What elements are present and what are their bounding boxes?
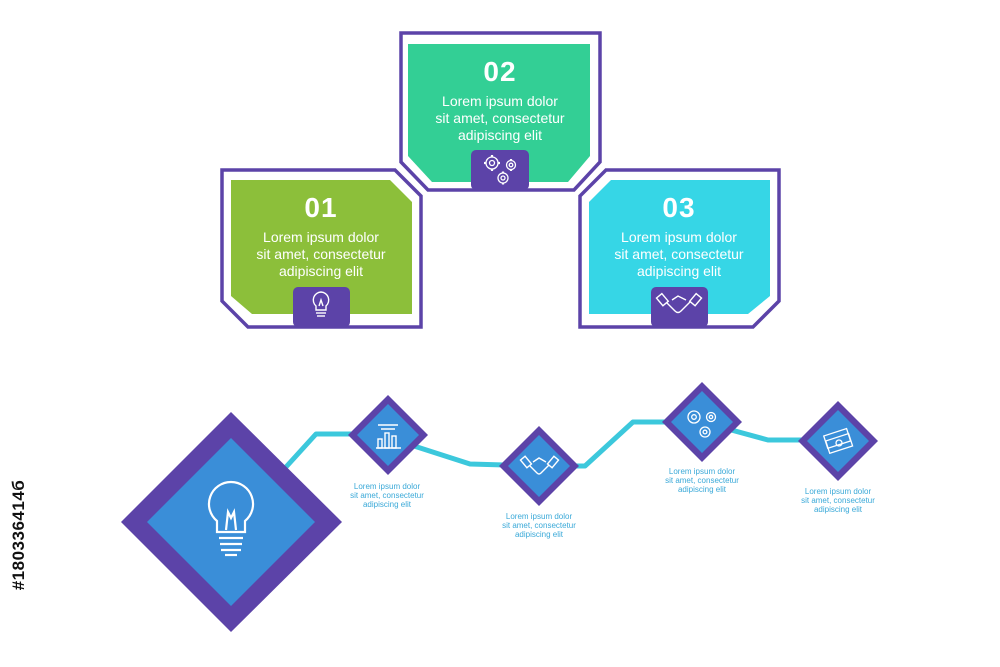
bar-chart-icon <box>376 424 401 449</box>
card-03-line-3: adipiscing elit <box>636 263 722 279</box>
step-2-line-1: Lorem ipsum dolor <box>505 512 573 521</box>
step-2-diamond <box>499 426 579 506</box>
step-3-line-1: Lorem ipsum dolor <box>668 467 736 476</box>
card-01-line-3: adipiscing elit <box>278 263 364 279</box>
stock-id-label: #180336414б <box>4 420 34 650</box>
step-gears-icon <box>687 410 717 438</box>
step-3-line-3: adipiscing elit <box>677 485 727 494</box>
card-02-line-2: sit amet, consectetur <box>435 110 565 126</box>
step-4-line-3: adipiscing elit <box>813 505 863 514</box>
card-03-number: 03 <box>662 192 696 223</box>
money-icon <box>822 427 854 455</box>
card-03-line-2: sit amet, consectetur <box>614 246 744 262</box>
handshake-icon <box>655 292 703 314</box>
card-02-line-3: adipiscing elit <box>457 127 543 143</box>
step-4-text: Lorem ipsum dolor sit amet, consectetur … <box>783 487 893 514</box>
card-01-text: Lorem ipsum dolor sit amet, consectetur … <box>231 229 411 280</box>
step-1-text: Lorem ipsum dolor sit amet, consectetur … <box>332 482 442 509</box>
lightbulb-icon <box>312 291 330 317</box>
gears-icon <box>484 155 517 185</box>
step-2-text: Lorem ipsum dolor sit amet, consectetur … <box>484 512 594 539</box>
card-02-line-1: Lorem ipsum dolor <box>442 93 558 109</box>
step-4-line-1: Lorem ipsum dolor <box>804 487 872 496</box>
step-3-line-2: sit amet, consectetur <box>665 476 739 485</box>
card-02-text: Lorem ipsum dolor sit amet, consectetur … <box>410 93 590 144</box>
step-3-diamond <box>662 382 742 462</box>
main-diamond <box>121 412 342 632</box>
card-03 <box>578 168 781 329</box>
step-3-text: Lorem ipsum dolor sit amet, consectetur … <box>647 467 757 494</box>
step-1-line-2: sit amet, consectetur <box>350 491 424 500</box>
main-lightbulb-icon <box>207 480 255 557</box>
card-01-line-1: Lorem ipsum dolor <box>263 229 379 245</box>
card-03-line-1: Lorem ipsum dolor <box>621 229 737 245</box>
step-1-line-3: adipiscing elit <box>362 500 412 509</box>
card-02 <box>399 31 602 192</box>
step-2-line-3: adipiscing elit <box>514 530 564 539</box>
card-01-line-2: sit amet, consectetur <box>256 246 386 262</box>
card-02-number: 02 <box>483 56 517 87</box>
step-4-line-2: sit amet, consectetur <box>801 496 875 505</box>
step-1-line-1: Lorem ipsum dolor <box>353 482 421 491</box>
card-01 <box>220 168 423 329</box>
stock-id-text: #180336414б <box>9 479 28 591</box>
step-handshake-icon <box>519 455 560 475</box>
step-4-diamond <box>798 401 878 481</box>
card-03-text: Lorem ipsum dolor sit amet, consectetur … <box>589 229 769 280</box>
step-2-line-2: sit amet, consectetur <box>502 521 576 530</box>
step-1-diamond <box>348 395 428 475</box>
card-01-number: 01 <box>304 192 338 223</box>
